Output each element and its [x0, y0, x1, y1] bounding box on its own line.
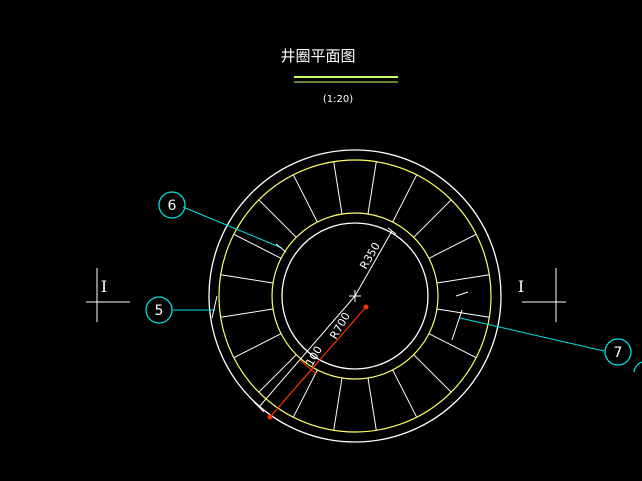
section-mark-right: I	[518, 268, 566, 322]
inner-circle	[281, 222, 429, 370]
spoke-line	[367, 161, 377, 215]
spoke-line	[436, 274, 490, 284]
spoke-line	[392, 174, 418, 223]
radial-spokes	[220, 161, 490, 431]
callout-7: 7	[451, 291, 632, 366]
well-ring	[208, 149, 502, 443]
drawing-title: 井圈平面图	[280, 47, 355, 65]
edge-arc	[633, 361, 642, 373]
section-label-right: I	[518, 277, 524, 296]
dim-100-label: 100	[303, 344, 325, 369]
callout-5: 5	[145, 295, 218, 324]
dimension-100: 100	[267, 304, 369, 420]
outer-yellow-circle	[218, 159, 492, 433]
spoke-line	[258, 199, 297, 238]
inner-yellow-circle	[271, 212, 439, 380]
spoke-line	[258, 354, 297, 393]
spoke-line	[292, 174, 318, 223]
callout-6-number: 6	[168, 198, 177, 214]
spoke-line	[428, 233, 477, 259]
spoke-line	[392, 369, 418, 418]
spoke-line	[333, 377, 343, 431]
spoke-line	[333, 161, 343, 215]
callout-5-number: 5	[155, 303, 164, 319]
spoke-line	[233, 333, 282, 359]
dimension-r350: R350	[354, 227, 397, 297]
spoke-line	[233, 233, 282, 259]
spoke-line	[428, 333, 477, 359]
callout-7-number: 7	[614, 345, 623, 361]
r350-label: R350	[357, 240, 383, 271]
callout-6: 6	[158, 191, 287, 253]
spoke-line	[220, 274, 274, 284]
spoke-line	[413, 354, 452, 393]
spoke-line	[220, 308, 274, 318]
spoke-line	[436, 308, 490, 318]
section-mark-left: I	[86, 268, 130, 322]
section-label-left: I	[101, 277, 107, 296]
spoke-line	[367, 377, 377, 431]
drawing-scale: (1:20)	[323, 94, 353, 105]
spoke-line	[413, 199, 452, 238]
spoke-line	[292, 369, 318, 418]
outer-circle	[208, 149, 502, 443]
